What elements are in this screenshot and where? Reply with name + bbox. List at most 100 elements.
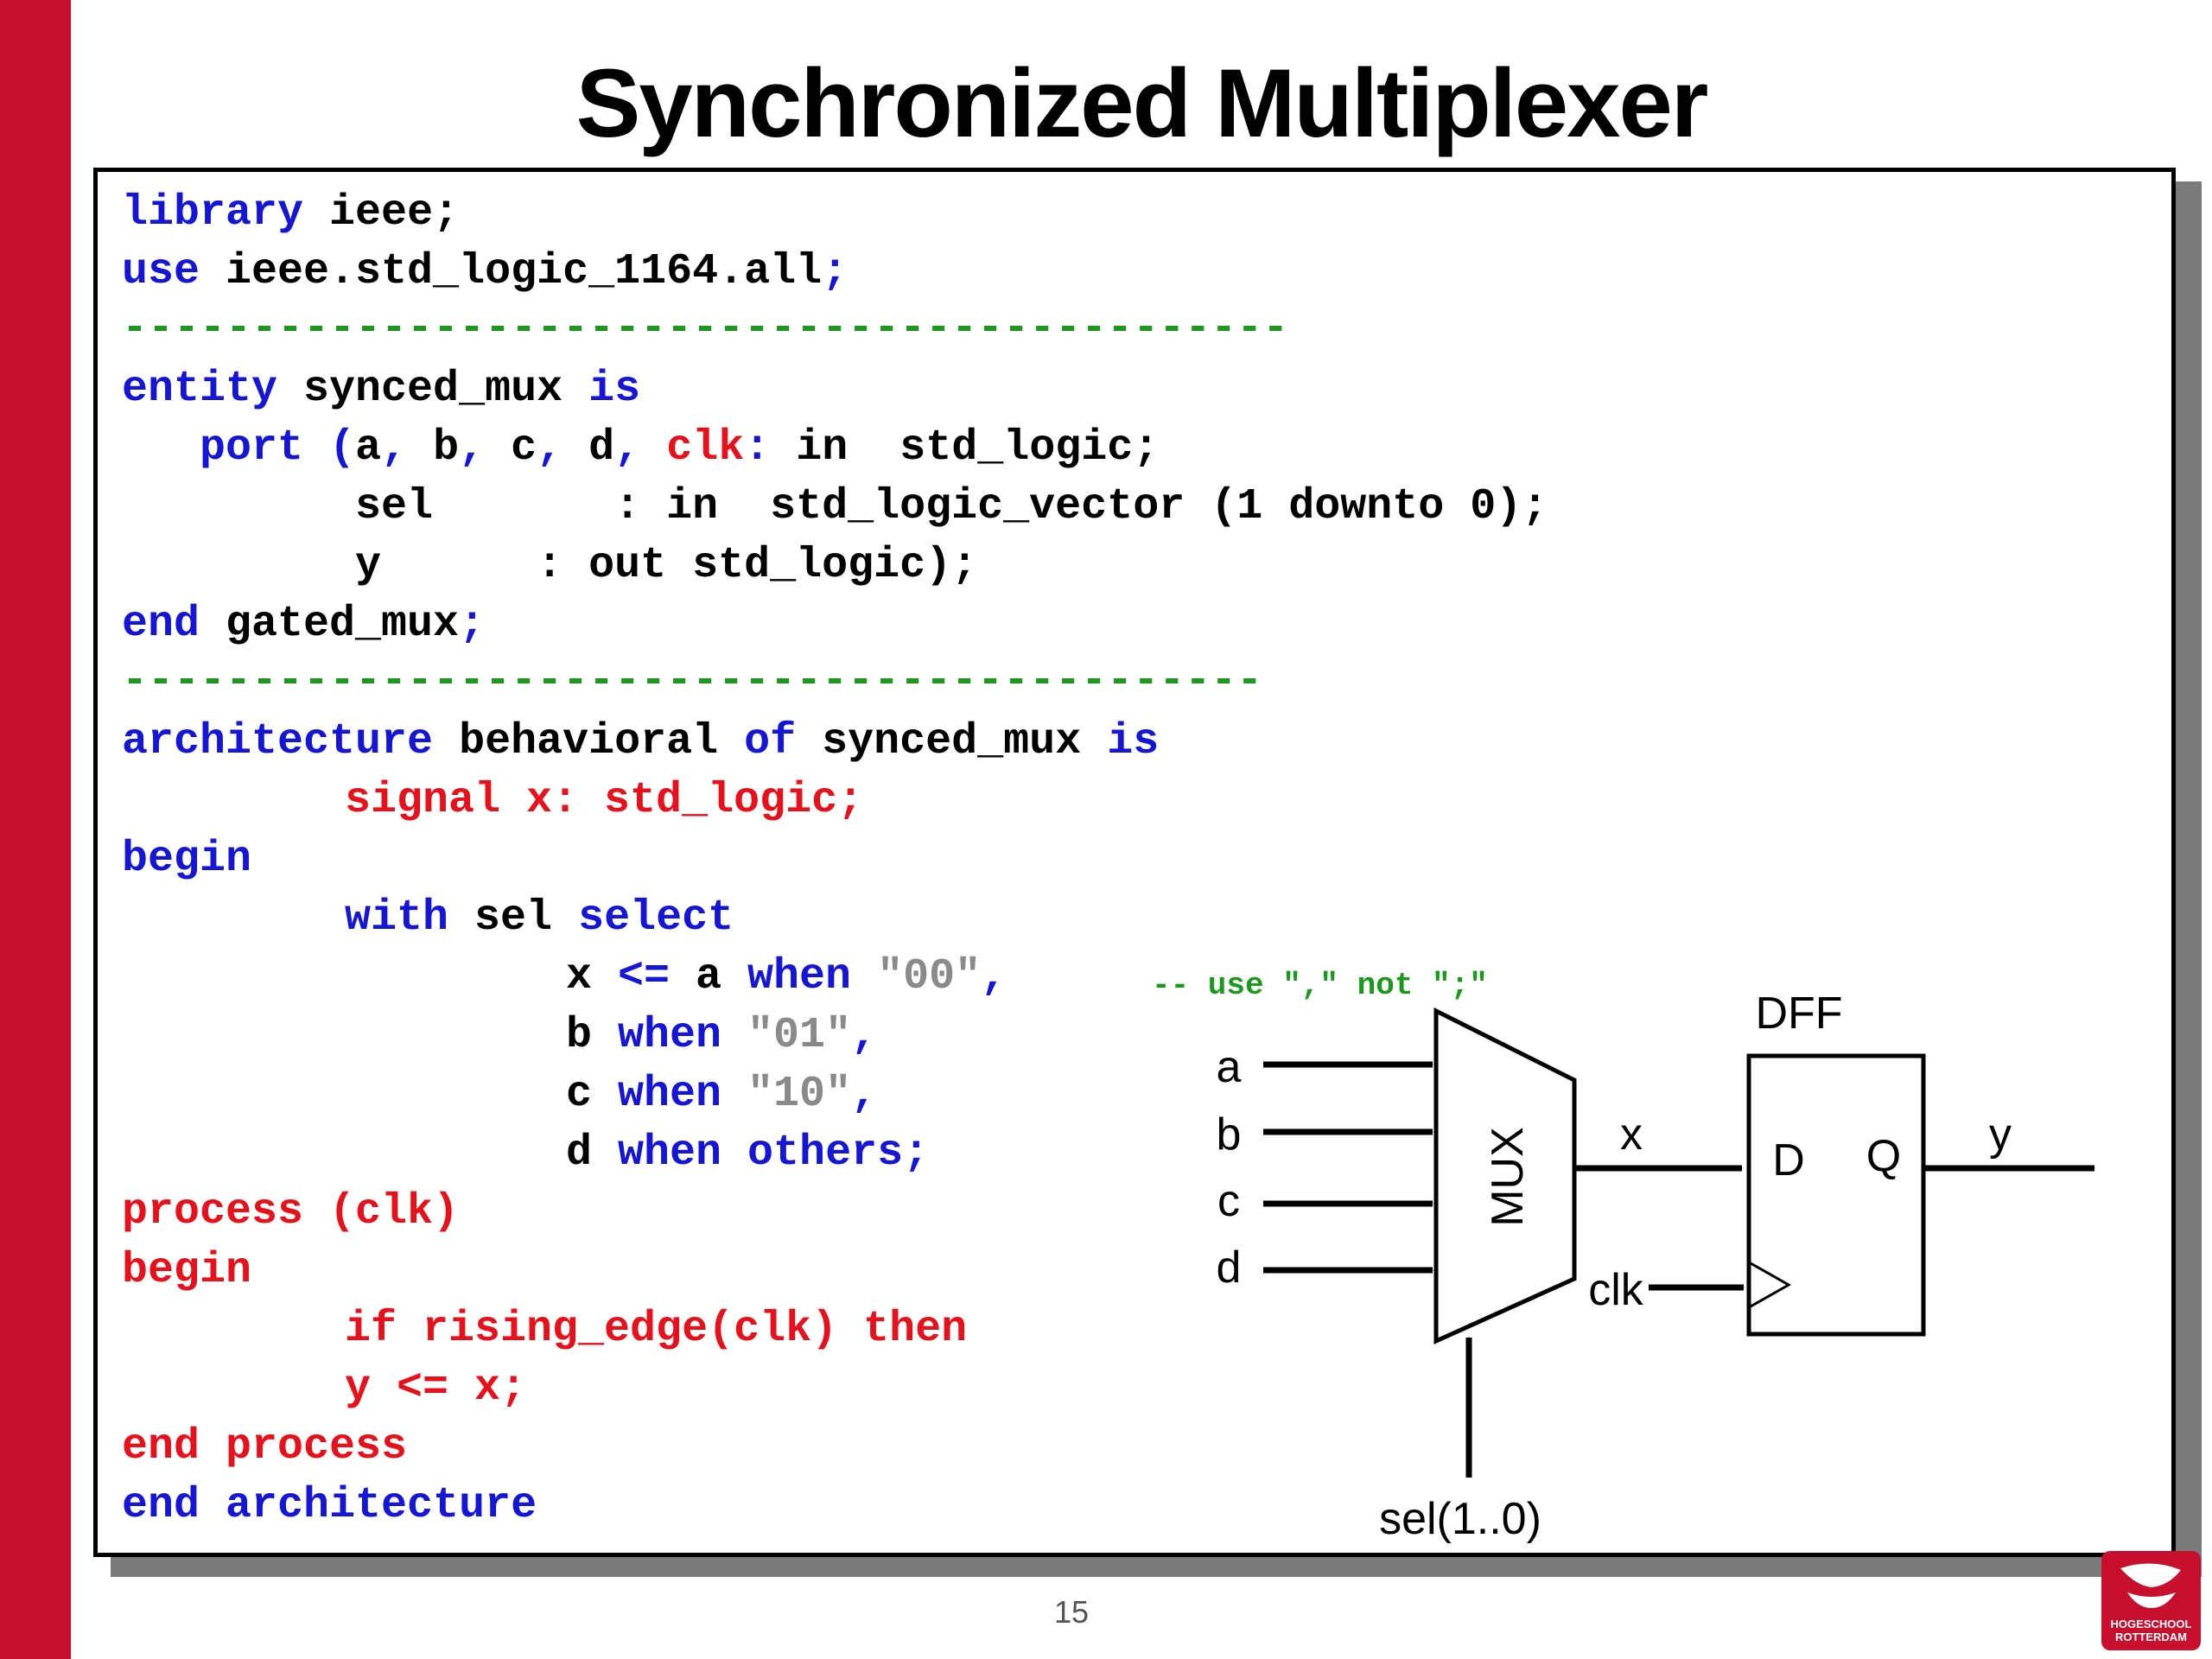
code-token: , xyxy=(981,952,1007,1001)
code-token: ieee.std_logic_1164.all xyxy=(200,247,823,296)
code-token: end process xyxy=(122,1422,408,1471)
code-line-16: c when "10", xyxy=(566,1069,877,1121)
input-a-label: a xyxy=(1217,1042,1242,1092)
input-d-label: d xyxy=(1217,1243,1242,1293)
code-token: , xyxy=(459,423,512,473)
code-token: is xyxy=(1107,717,1160,766)
logo-text: HOGESCHOOL ROTTERDAM xyxy=(2110,1618,2192,1643)
code-line-12: begin xyxy=(122,834,251,886)
code-token: c xyxy=(566,1070,619,1119)
code-token: b xyxy=(433,423,460,473)
code-token: architecture xyxy=(122,717,434,766)
code-token: synced_mux xyxy=(796,717,1108,766)
logo-mark-icon xyxy=(2120,1563,2181,1608)
code-token: b xyxy=(566,1011,619,1060)
code-line-19: begin xyxy=(122,1245,251,1297)
code-token: use xyxy=(122,247,200,296)
output-label: y xyxy=(1989,1109,2012,1160)
code-line-14: x <= a when "00", xyxy=(566,951,1007,1003)
code-token: others; xyxy=(721,1128,930,1178)
code-token: a xyxy=(355,423,382,473)
code-token: ( xyxy=(329,423,356,473)
code-token: sel : in std_logic_vector (1 downto 0); xyxy=(122,482,1548,531)
mux-block xyxy=(1433,1007,1577,1344)
mux-label: MUX xyxy=(1483,1127,1533,1227)
select-label: sel(1..0) xyxy=(1379,1494,1541,1544)
code-line-8: end gated_mux; xyxy=(122,599,485,651)
accent-bar xyxy=(0,0,71,1659)
code-token: sel xyxy=(448,893,579,943)
code-token: , xyxy=(851,1070,878,1119)
code-line-23: end architecture xyxy=(122,1480,537,1532)
code-line-22: end process xyxy=(122,1421,407,1473)
code-token: d xyxy=(588,423,615,473)
code-token: c xyxy=(511,423,537,473)
code-line-3: ----------------------------------------… xyxy=(122,303,1288,355)
code-token: ; xyxy=(822,247,849,296)
code-token: "01" xyxy=(721,1011,852,1060)
code-token: , xyxy=(537,423,589,473)
code-token: if rising_edge(clk) then xyxy=(345,1305,968,1354)
code-line-18: process (clk) xyxy=(122,1186,459,1238)
code-token: "00" xyxy=(851,952,982,1001)
code-token: entity xyxy=(122,365,278,414)
code-token: a xyxy=(670,952,748,1001)
code-token: : xyxy=(744,423,771,473)
code-token: x xyxy=(566,952,619,1001)
code-line-13: with sel select xyxy=(345,893,734,944)
code-line-9: ----------------------------------------… xyxy=(122,656,1262,708)
code-token: , xyxy=(851,1011,878,1060)
code-token: d xyxy=(566,1128,619,1178)
slide-title: Synchronized Multiplexer xyxy=(575,49,1709,157)
code-token: with xyxy=(345,893,449,943)
code-token: is xyxy=(588,365,641,414)
code-token: <= xyxy=(618,952,671,1001)
code-token: y <= x; xyxy=(345,1363,527,1413)
code-token: end xyxy=(122,600,200,649)
code-token: , xyxy=(381,423,434,473)
code-token: end xyxy=(122,1481,200,1530)
code-token: ----------------------------------------… xyxy=(122,304,1289,353)
code-line-1: library ieee; xyxy=(122,188,459,239)
code-line-15: b when "01", xyxy=(566,1010,877,1062)
code-line-17: d when others; xyxy=(566,1128,929,1179)
code-token: when xyxy=(618,1070,722,1119)
code-line-7: y : out std_logic); xyxy=(122,540,977,592)
hogeschool-rotterdam-logo: HOGESCHOOL ROTTERDAM xyxy=(2101,1551,2201,1650)
code-line-5: port (a, b, c, d, clk: in std_logic; xyxy=(122,423,1159,474)
code-token: process (clk) xyxy=(122,1187,460,1236)
code-token: of xyxy=(744,717,797,766)
code-token: y : out std_logic); xyxy=(122,541,978,590)
page-number: 15 xyxy=(1053,1594,1090,1630)
clock-edge-symbol xyxy=(1750,1262,1792,1308)
code-token: architecture xyxy=(200,1481,537,1530)
code-token: when xyxy=(618,1011,722,1060)
code-token: clk xyxy=(666,423,745,473)
code-token: port xyxy=(122,423,330,473)
code-token: ; xyxy=(459,600,486,649)
code-line-10: architecture behavioral of synced_mux is xyxy=(122,716,1159,768)
code-line-4: entity synced_mux is xyxy=(122,364,640,416)
dff-block xyxy=(1746,1053,1926,1337)
code-token: gated_mux xyxy=(200,600,460,649)
code-line-6: sel : in std_logic_vector (1 downto 0); xyxy=(122,481,1548,533)
dff-d-label: D xyxy=(1772,1135,1805,1185)
code-line-11: signal x: std_logic; xyxy=(345,775,863,827)
code-token: begin xyxy=(122,1246,252,1295)
code-token: synced_mux xyxy=(277,365,589,414)
code-token: , xyxy=(614,423,667,473)
code-token: begin xyxy=(122,835,252,884)
input-c-label: c xyxy=(1217,1176,1240,1226)
code-line-20: if rising_edge(clk) then xyxy=(345,1304,967,1356)
code-token: when xyxy=(618,1128,722,1178)
code-token: "10" xyxy=(721,1070,852,1119)
code-token: when xyxy=(747,952,852,1001)
code-token: in std_logic; xyxy=(770,423,1160,473)
code-token: behavioral xyxy=(433,717,745,766)
dff-title: DFF xyxy=(1755,988,1842,1039)
code-comment: -- use "," not ";" xyxy=(1152,968,1488,1003)
code-token: ----------------------------------------… xyxy=(122,657,1263,706)
dff-q-label: Q xyxy=(1866,1131,1901,1181)
code-token: ieee; xyxy=(303,188,460,238)
clock-label: clk xyxy=(1588,1265,1644,1315)
